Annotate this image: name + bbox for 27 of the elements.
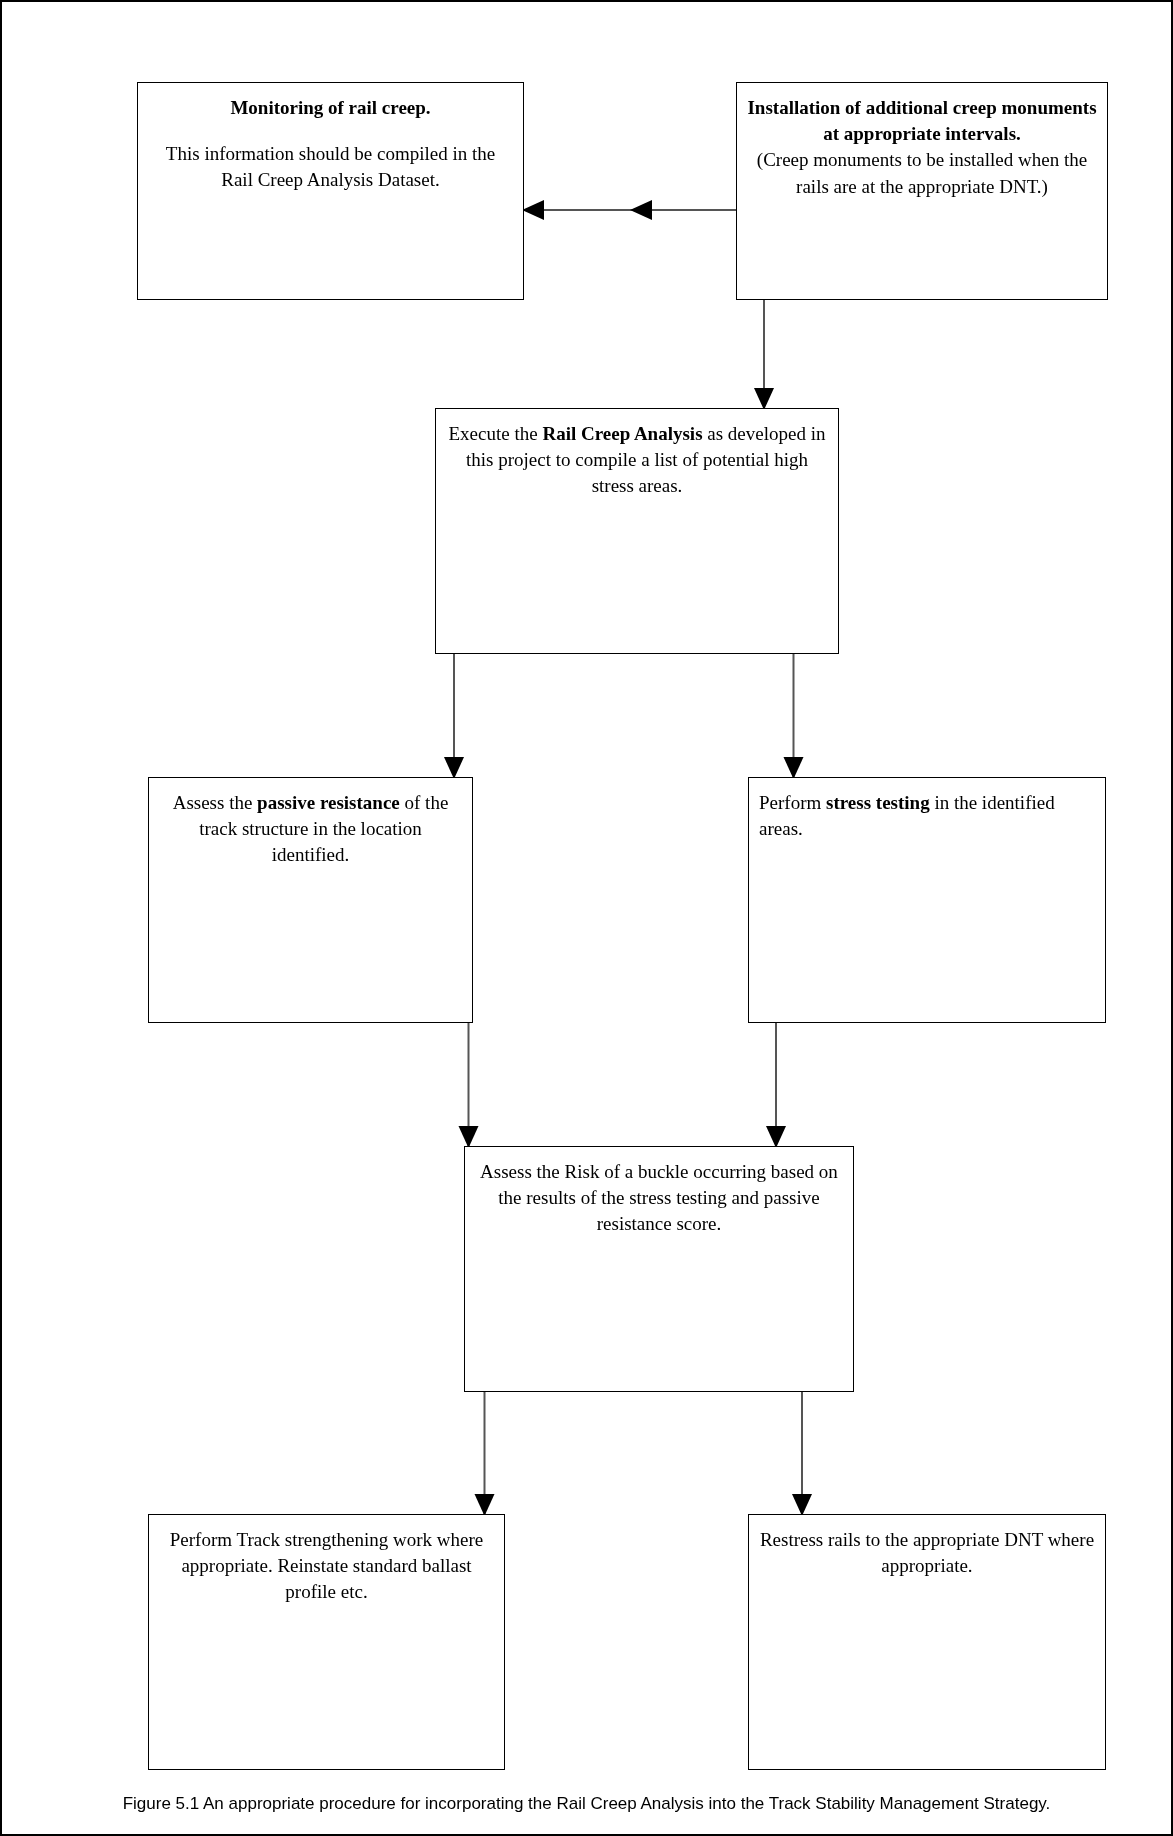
box-text: Restress rails to the appropriate DNT where appropriate. <box>759 1528 1095 1579</box>
box-text: Perform stress testing in the identified areas. <box>759 791 1056 842</box>
arrow <box>458 1022 479 1148</box>
process-box <box>464 1146 854 1392</box>
process-box <box>736 82 1108 300</box>
process-box <box>435 408 839 654</box>
process-box <box>148 777 473 1023</box>
arrow <box>444 653 464 779</box>
box-text: (Creep monuments to be installed when the rails are at the appropriate DNT.) <box>755 148 1089 199</box>
box-text: Assess the passive resistance of the track structure in the location identified. <box>171 791 450 868</box>
arrow <box>766 1022 786 1148</box>
arrow <box>754 299 774 410</box>
arrow <box>792 1391 812 1516</box>
arrow <box>522 200 737 220</box>
process-box <box>137 82 524 300</box>
box-text: Assess the Risk of a buckle occurring based on the results of the stress testing and passive resistance score. <box>479 1160 839 1237</box>
process-box <box>748 777 1106 1023</box>
process-box <box>148 1514 505 1770</box>
box-text: Execute the Rail Creep Analysis as developed in this project to compile a list of potential high stress areas. <box>447 422 827 499</box>
box-text: This information should be compiled in the Rail Creep Analysis Dataset. <box>164 142 497 193</box>
box-text: Perform Track strengthening work where appropriate. Reinstate standard ballast profile etc. <box>168 1528 485 1605</box>
process-box <box>748 1514 1106 1770</box>
box-heading: Installation of additional creep monuments at appropriate intervals. <box>747 96 1097 147</box>
figure-caption: Figure 5.1 An appropriate procedure for incorporating the Rail Creep Analysis into the Track Stability Management Strategy. <box>121 1794 1052 1815</box>
arrow <box>783 653 804 779</box>
arrow <box>474 1391 495 1516</box>
box-heading: Monitoring of rail creep. <box>229 96 432 120</box>
